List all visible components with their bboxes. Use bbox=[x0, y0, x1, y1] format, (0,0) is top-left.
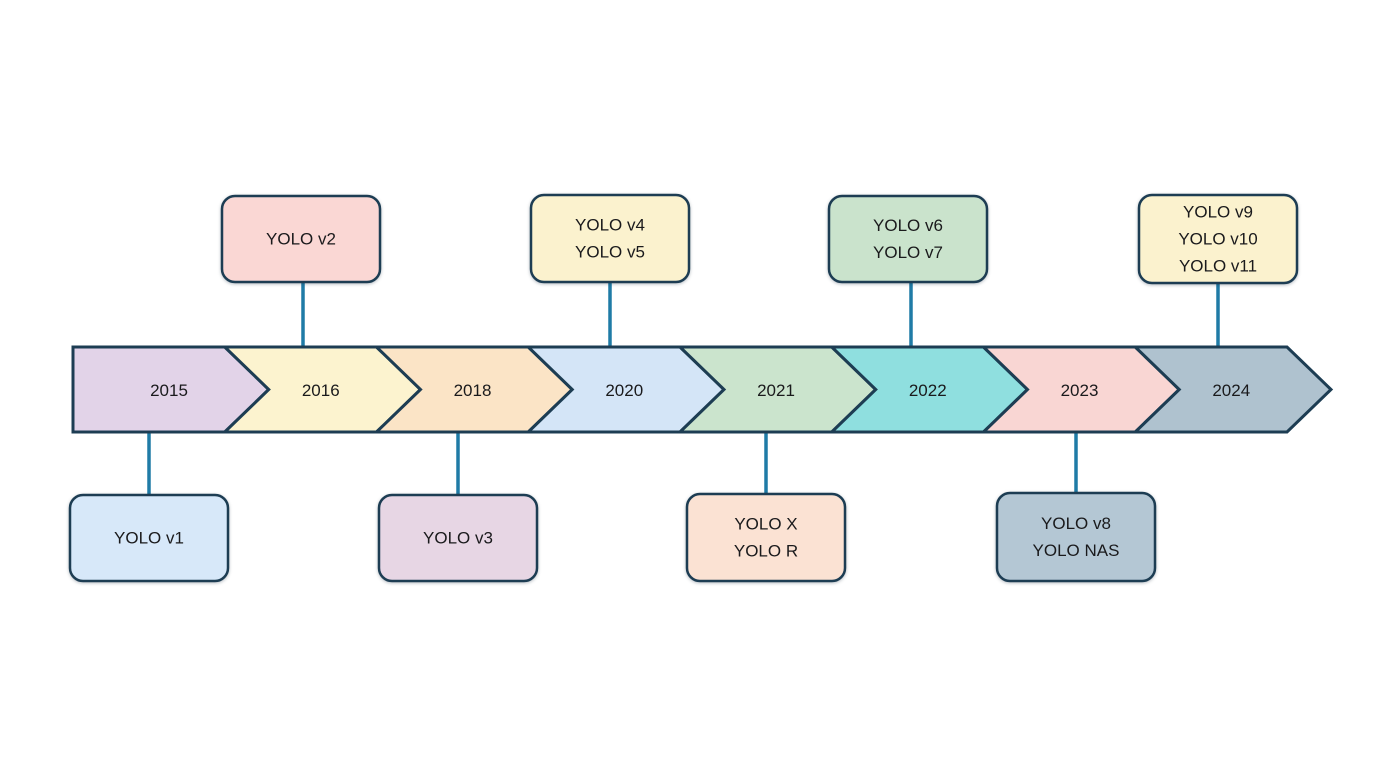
callout-box-yolo-v8-nas bbox=[995, 491, 1157, 583]
year-label-2023: 2023 bbox=[1061, 381, 1099, 400]
callout-box-yolo-v2 bbox=[220, 194, 382, 284]
callout-label-yolo-v9-v10-v11-1: YOLO v10 bbox=[1178, 230, 1257, 249]
callout-label-yolo-v8-nas-0: YOLO v8 bbox=[1041, 514, 1111, 533]
callout-box-yolo-v9-v10-v11 bbox=[1137, 193, 1299, 285]
year-label-2020: 2020 bbox=[605, 381, 643, 400]
callout-label-yolo-v4-v5-1: YOLO v5 bbox=[575, 243, 645, 262]
callout-label-yolo-x-r-1: YOLO R bbox=[734, 542, 798, 561]
callout-box-yolo-v1 bbox=[68, 493, 230, 583]
callout-box-yolo-v4-v5 bbox=[529, 193, 691, 284]
callout-label-yolo-v2-0: YOLO v2 bbox=[266, 230, 336, 249]
timeline-segment-2024 bbox=[1131, 345, 1334, 434]
year-label-2015: 2015 bbox=[150, 381, 188, 400]
timeline-band: 2015 2016 2018 2020 2021 2022 2023 2024 bbox=[71, 345, 1334, 434]
connectors-layer bbox=[147, 282, 1220, 495]
callout-label-yolo-x-r-0: YOLO X bbox=[734, 515, 797, 534]
callout-label-yolo-v9-v10-v11-0: YOLO v9 bbox=[1183, 203, 1253, 222]
callout-label-yolo-v9-v10-v11-2: YOLO v11 bbox=[1179, 257, 1257, 276]
year-label-2024: 2024 bbox=[1212, 381, 1250, 400]
callout-label-yolo-v8-nas-1: YOLO NAS bbox=[1033, 541, 1120, 560]
year-label-2016: 2016 bbox=[302, 381, 340, 400]
year-label-2022: 2022 bbox=[909, 381, 947, 400]
callout-label-yolo-v1-0: YOLO v1 bbox=[114, 529, 184, 548]
callout-label-yolo-v3-0: YOLO v3 bbox=[423, 529, 493, 548]
year-label-2018: 2018 bbox=[454, 381, 492, 400]
year-label-2021: 2021 bbox=[757, 381, 795, 400]
callout-label-yolo-v6-v7-0: YOLO v6 bbox=[873, 216, 943, 235]
callout-label-yolo-v4-v5-0: YOLO v4 bbox=[575, 216, 645, 235]
callout-label-yolo-v6-v7-1: YOLO v7 bbox=[873, 243, 943, 262]
callouts-layer: YOLO v1 YOLO v2 YOLO v3 YOLO v4 YOLO v5 YOLO … bbox=[68, 193, 1299, 583]
callout-box-yolo-v3 bbox=[377, 493, 539, 583]
callout-box-yolo-v6-v7 bbox=[827, 194, 989, 284]
callout-box-yolo-x-r bbox=[685, 492, 847, 583]
